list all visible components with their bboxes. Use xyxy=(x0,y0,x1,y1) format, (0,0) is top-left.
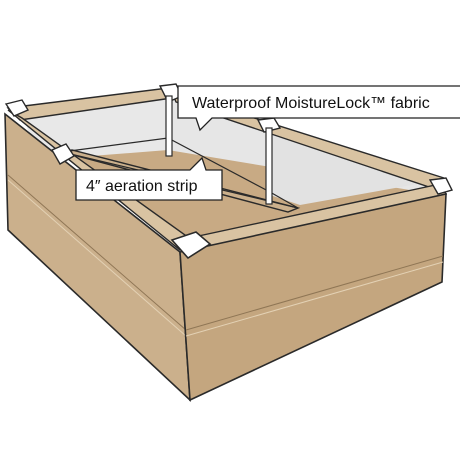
front-wall-board-seam xyxy=(185,255,444,331)
aeration-stake-right xyxy=(265,127,273,205)
corner-bracket-right xyxy=(428,177,454,195)
aeration-stake-back xyxy=(165,95,173,157)
corner-bracket-divider-left xyxy=(51,143,75,165)
bed-floor xyxy=(60,130,440,248)
corner-bracket-back-left xyxy=(4,99,30,117)
left-wall-board-seam xyxy=(7,174,187,331)
callout-aeration-label: 4″ aeration strip xyxy=(86,178,198,195)
callout-aeration: 4″ aeration strip xyxy=(75,156,223,201)
left-wall-board-seam-2 xyxy=(7,179,187,337)
corner-bracket-front xyxy=(170,231,212,260)
callout-fabric-label: Waterproof MoistureLock™ fabric xyxy=(192,95,430,112)
front-wall-board-seam-2 xyxy=(185,261,444,337)
callout-fabric: Waterproof MoistureLock™ fabric xyxy=(177,85,460,132)
front-wall xyxy=(179,192,447,402)
corner-bracket-divider-right xyxy=(256,117,282,133)
